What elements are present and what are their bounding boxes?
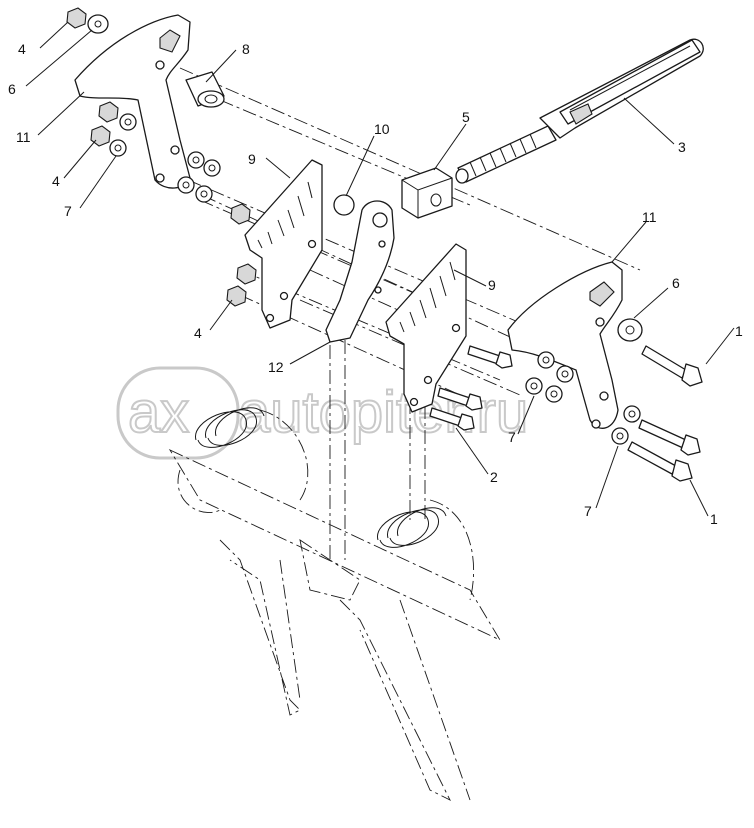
callout-leaders xyxy=(25,21,735,517)
callout-1-bottom: 1 xyxy=(710,511,718,527)
callout-3: 3 xyxy=(678,139,686,155)
callout-4-bottom: 4 xyxy=(194,325,202,341)
callout-4-top: 4 xyxy=(18,41,26,57)
callout-4-mid: 4 xyxy=(52,173,60,189)
callout-2: 2 xyxy=(490,469,498,485)
watermark-text: autopiter.ru xyxy=(238,380,528,445)
callout-8: 8 xyxy=(242,41,250,57)
watermark-logo: ax xyxy=(128,380,189,445)
block xyxy=(401,167,453,219)
callout-9-right: 9 xyxy=(488,277,496,293)
watermark: ax autopiter.ru xyxy=(116,366,529,460)
t-bracket-right xyxy=(507,261,623,429)
callout-10: 10 xyxy=(374,121,390,137)
callout-1-top: 1 xyxy=(735,323,743,339)
threaded-rod xyxy=(455,38,704,184)
callout-5: 5 xyxy=(462,109,470,125)
springs xyxy=(195,407,447,548)
bushing xyxy=(185,71,225,108)
callout-12: 12 xyxy=(268,359,284,375)
callout-labels: 4 6 11 8 4 7 9 10 5 3 11 9 6 1 4 12 7 2 … xyxy=(8,41,743,527)
callout-6-right: 6 xyxy=(672,275,680,291)
ball xyxy=(333,194,355,216)
callout-11-right: 11 xyxy=(642,209,657,225)
t-bracket-left xyxy=(74,14,191,189)
right-fasteners xyxy=(429,318,703,482)
plate-left xyxy=(244,159,323,329)
callout-11-left: 11 xyxy=(16,129,31,145)
lever-arm xyxy=(325,200,395,343)
callout-6-left: 6 xyxy=(8,81,16,97)
callout-9-left: 9 xyxy=(248,151,256,167)
plate-right xyxy=(385,243,467,413)
lower-frame xyxy=(168,409,502,802)
callout-7-left: 7 xyxy=(64,203,72,219)
callout-7-mid: 7 xyxy=(508,429,516,445)
left-fasteners xyxy=(66,7,257,307)
callout-7-bottom: 7 xyxy=(584,503,592,519)
